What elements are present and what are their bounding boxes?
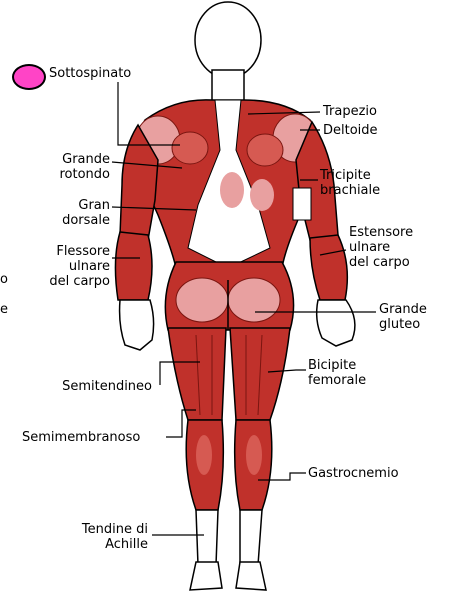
label-semitendineo[interactable]: Semitendineo [30, 379, 152, 394]
label-trapezio[interactable]: Trapezio [323, 104, 377, 119]
label-estensore[interactable]: Estensore ulnare del carpo [349, 225, 413, 270]
right-forearm [310, 235, 347, 300]
neck [212, 70, 244, 102]
calf-highlight-left [196, 435, 212, 475]
right-elbow-tendon [293, 188, 311, 220]
label-semimembranoso[interactable]: Semimembranoso [22, 430, 140, 445]
calf-highlight-right [246, 435, 262, 475]
left-thigh [168, 328, 226, 420]
label-flessore[interactable]: Flessore ulnare del carpo [20, 244, 110, 289]
gluteus-right [228, 278, 280, 322]
label-tendine-achille[interactable]: Tendine di Achille [40, 522, 148, 552]
label-edge-left: o e [0, 272, 8, 317]
infraspinatus-left [172, 132, 208, 164]
label-tricipite[interactable]: Tricipite brachiale [320, 168, 380, 198]
dorsal-patch-right [250, 179, 274, 211]
left-forearm [115, 232, 152, 300]
left-foot [190, 562, 222, 590]
label-deltoide[interactable]: Deltoide [323, 123, 378, 138]
label-gastrocnemio[interactable]: Gastrocnemio [308, 466, 399, 481]
label-grande-gluteo[interactable]: Grande gluteo [379, 302, 427, 332]
infraspinatus-right [247, 134, 283, 166]
label-sottospinato[interactable]: Sottospinato [49, 66, 131, 81]
label-gran-dorsale[interactable]: Gran dorsale [38, 198, 110, 228]
left-achilles [196, 510, 218, 565]
sottospinato-hotspot[interactable] [12, 64, 46, 90]
right-hand [317, 300, 355, 346]
left-hand [120, 300, 154, 350]
label-grande-rotondo[interactable]: Grande rotondo [38, 152, 110, 182]
dorsal-patch-left [220, 172, 244, 208]
head [195, 2, 261, 78]
right-foot [236, 562, 266, 590]
right-achilles [240, 510, 262, 565]
label-bicipite[interactable]: Bicipite femorale [308, 358, 366, 388]
gluteus-left [176, 278, 228, 322]
